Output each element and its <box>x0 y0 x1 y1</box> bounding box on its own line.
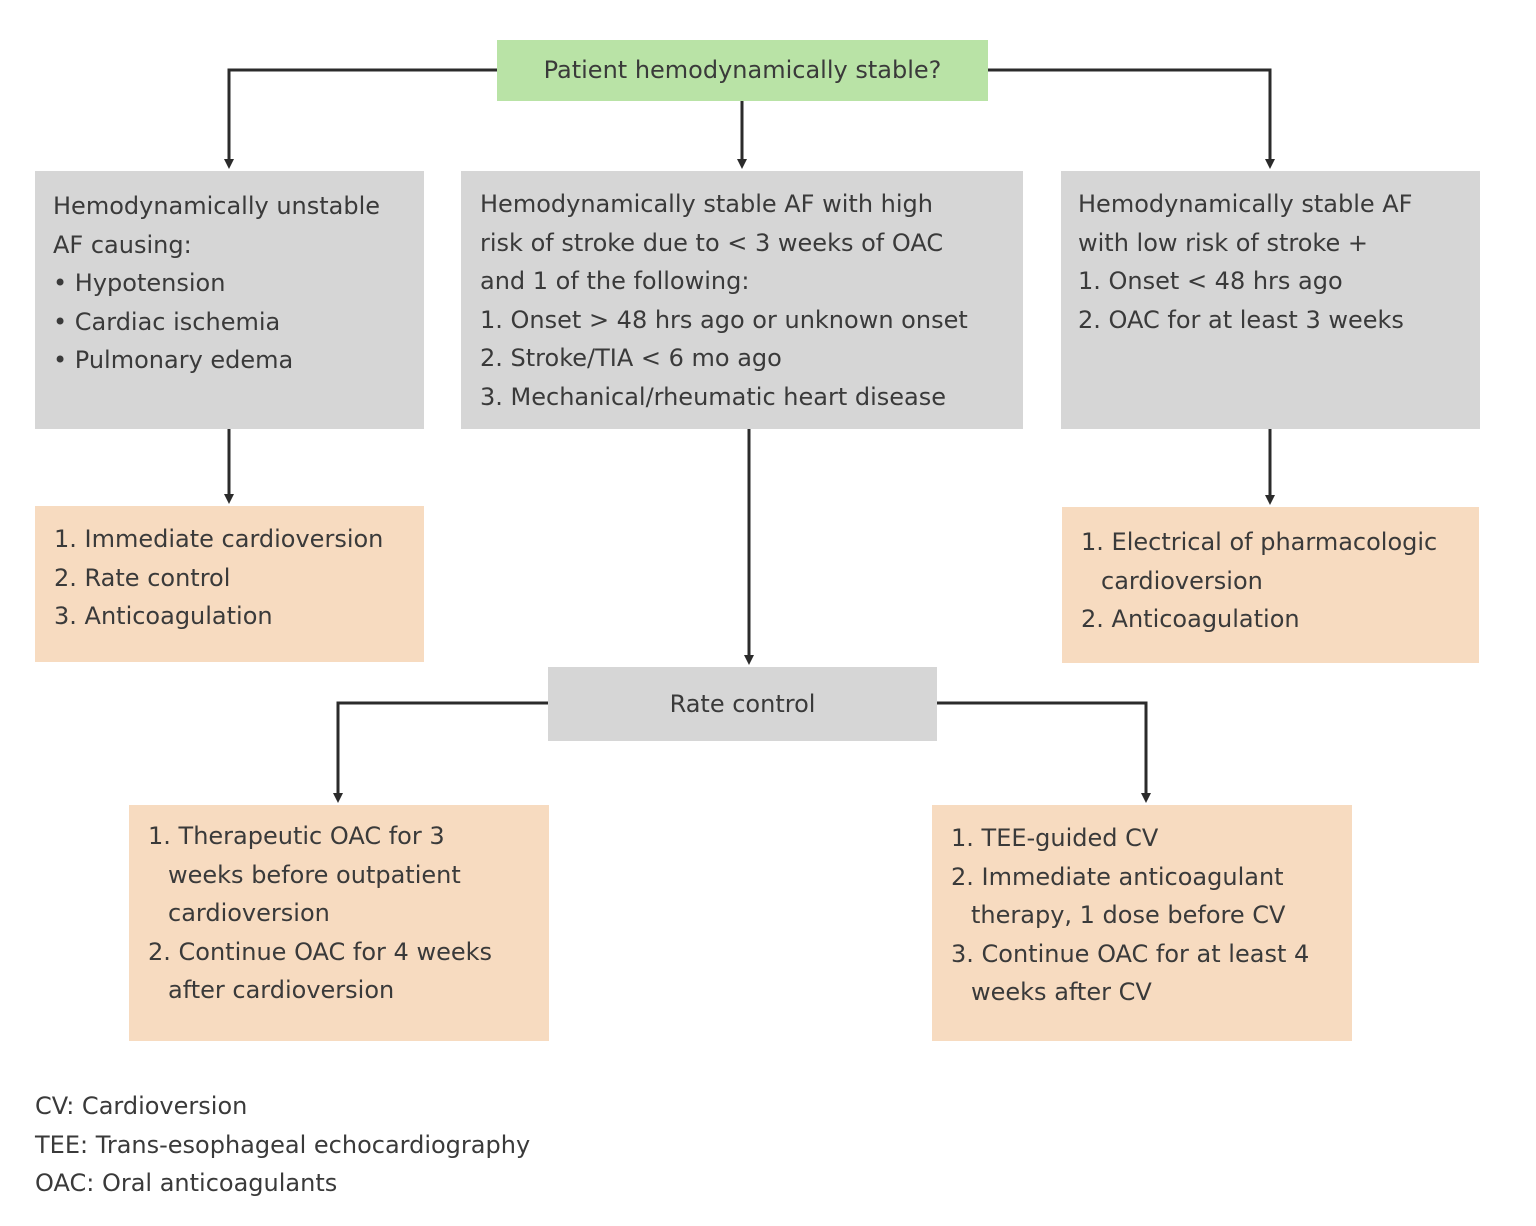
low-risk-line: Hemodynamically stable AF <box>1078 190 1413 218</box>
low-risk-criterion-oac: 2. OAC for at least 3 weeks <box>1078 305 1404 334</box>
rate-control-node: Rate control <box>548 667 937 741</box>
outpatient-cardioversion-node: 1. Therapeutic OAC for 3 weeks before ou… <box>129 805 549 1041</box>
abbreviation-legend: CV: Cardioversion TEE: Trans-esophageal … <box>35 1087 530 1203</box>
arrow-to-low-risk <box>988 68 1275 169</box>
legend-entry-cv: CV: Cardioversion <box>35 1092 248 1120</box>
decision-node-label: Patient hemodynamically stable? <box>543 56 942 85</box>
action-electrical-pharmacologic-cont: cardioversion <box>1101 566 1263 595</box>
high-risk-stable-af-node: Hemodynamically stable AF with high risk… <box>461 171 1023 429</box>
action-immediate-cardioversion: 1. Immediate cardioversion <box>54 525 384 553</box>
outpatient-step-1-cont: weeks before outpatient <box>168 860 461 889</box>
action-anticoagulation: 2. Anticoagulation <box>1081 605 1300 633</box>
outpatient-step-2-cont: after cardioversion <box>168 976 395 1004</box>
rate-control-label: Rate control <box>669 689 816 718</box>
unstable-bullet-hypotension: • Hypotension <box>53 269 226 297</box>
tee-step-2: 2. Immediate anticoagulant <box>951 862 1284 891</box>
outpatient-step-1-cont: cardioversion <box>168 899 330 927</box>
action-anticoagulation: 3. Anticoagulation <box>54 602 273 630</box>
arrow-to-unstable <box>224 68 497 169</box>
legend-entry-oac: OAC: Oral anticoagulants <box>35 1169 338 1197</box>
high-risk-line: and 1 of the following: <box>480 267 750 295</box>
arrow-rate-control-to-tee <box>937 701 1151 803</box>
decision-node-hemodynamic-stability: Patient hemodynamically stable? <box>497 40 988 101</box>
tee-guided-cv-node: 1. TEE-guided CV 2. Immediate anticoagul… <box>932 805 1352 1041</box>
arrow-rate-control-to-outpatient <box>333 701 548 803</box>
low-risk-stable-af-node: Hemodynamically stable AF with low risk … <box>1061 171 1480 429</box>
action-rate-control: 2. Rate control <box>54 563 231 592</box>
tee-step-3: 3. Continue OAC for at least 4 <box>951 939 1310 968</box>
tee-step-1: 1. TEE-guided CV <box>951 824 1159 852</box>
high-risk-criterion-stroke: 2. Stroke/TIA < 6 mo ago <box>480 344 782 372</box>
tee-step-2-cont: therapy, 1 dose before CV <box>971 901 1286 929</box>
high-risk-criterion-onset: 1. Onset > 48 hrs ago or unknown onset <box>480 305 968 334</box>
unstable-actions-node: 1. Immediate cardioversion 2. Rate contr… <box>35 506 424 662</box>
unstable-bullet-edema: • Pulmonary edema <box>53 346 294 374</box>
outpatient-step-1: 1. Therapeutic OAC for 3 <box>148 822 445 850</box>
low-risk-actions-node: 1. Electrical of pharmacologic cardiover… <box>1062 507 1479 663</box>
unstable-header-line-2: AF causing: <box>53 230 192 259</box>
high-risk-line: risk of stroke due to < 3 weeks of OAC <box>480 228 944 257</box>
action-electrical-pharmacologic: 1. Electrical of pharmacologic <box>1081 528 1438 556</box>
high-risk-criterion-heart-disease: 3. Mechanical/rheumatic heart disease <box>480 382 947 411</box>
low-risk-criterion-onset: 1. Onset < 48 hrs ago <box>1078 267 1343 295</box>
unstable-af-node: Hemodynamically unstable AF causing: • H… <box>35 171 424 429</box>
unstable-header-line-1: Hemodynamically unstable <box>53 192 381 220</box>
outpatient-step-2: 2. Continue OAC for 4 weeks <box>148 937 493 966</box>
low-risk-line: with low risk of stroke + <box>1078 228 1368 257</box>
unstable-bullet-ischemia: • Cardiac ischemia <box>53 307 281 336</box>
legend-entry-tee: TEE: Trans-esophageal echocardiography <box>35 1130 531 1159</box>
tee-step-3-cont: weeks after CV <box>971 978 1152 1006</box>
high-risk-line: Hemodynamically stable AF with high <box>480 190 933 218</box>
